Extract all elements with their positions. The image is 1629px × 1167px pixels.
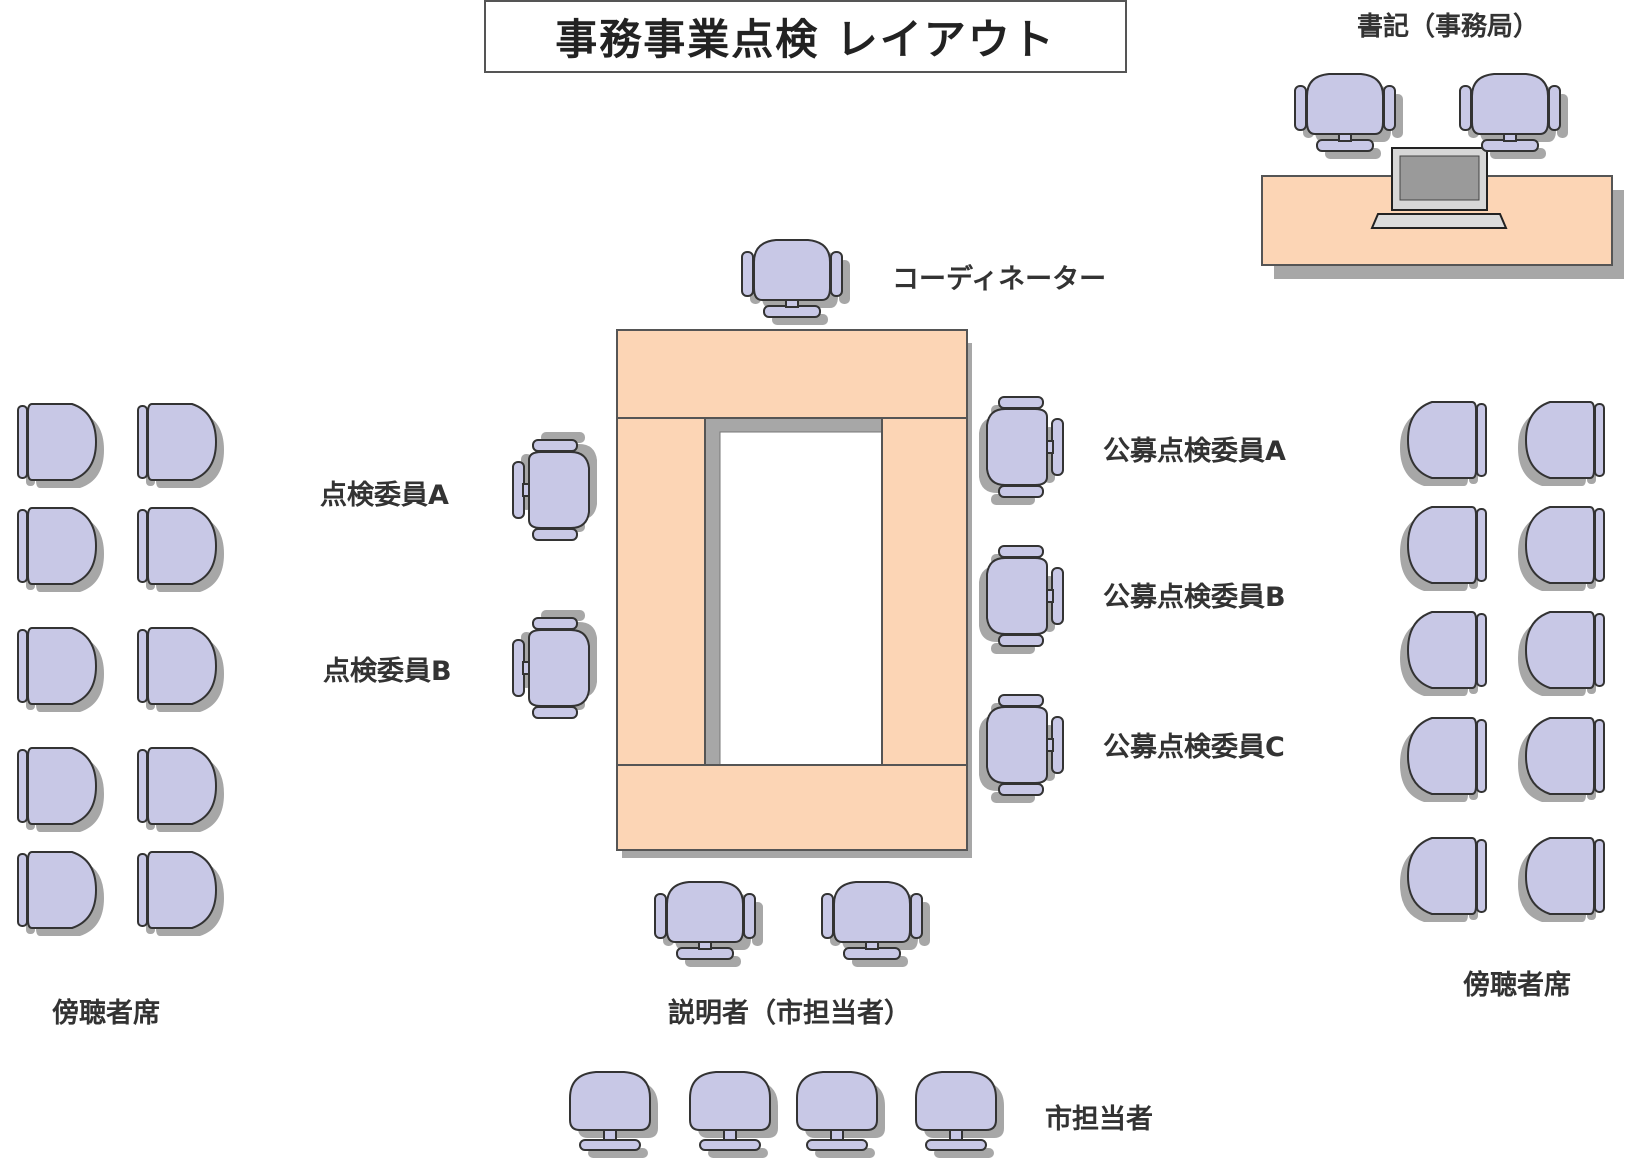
public-b-chair [978,545,1064,655]
laptop-icon [1370,147,1508,229]
audience-seat [17,851,105,937]
audience-seat [1517,611,1605,697]
coordinator-chair [741,239,851,326]
secretary-chair-2 [1459,73,1569,160]
audience-left-seats [17,403,225,937]
public-c-chair [978,694,1064,804]
audience-right-label: 傍聴者席 [1463,970,1571,1001]
audience-right-seats [1399,401,1605,923]
audience-seat [17,747,105,833]
city-staff-seats [569,1071,1005,1159]
audience-seat [1399,837,1487,923]
conference-table-icon [616,329,972,858]
inspector-a-chair [512,431,598,541]
audience-seat [17,507,105,593]
audience-seat [17,627,105,713]
staff-seat [569,1071,659,1159]
audience-seat [137,627,225,713]
audience-seat [1517,837,1605,923]
inspector-b-label: 点検委員B [323,656,452,687]
audience-seat [137,507,225,593]
presenter-chair-2 [821,881,931,968]
public-a-chair [978,396,1064,506]
audience-seat [137,747,225,833]
audience-seat [1517,717,1605,803]
audience-left-label: 傍聴者席 [52,998,160,1029]
audience-seat [1517,506,1605,592]
audience-seat [1517,401,1605,487]
secretariat-label: 書記（事務局） [1357,12,1540,42]
secretary-chair-1 [1294,73,1404,160]
staff-seat [796,1071,886,1159]
audience-seat [1399,717,1487,803]
public-c-label: 公募点検委員C [1103,732,1285,763]
audience-seat [1399,401,1487,487]
staff-seat [915,1071,1005,1159]
audience-seat [137,851,225,937]
audience-seat [1399,506,1487,592]
inspector-b-chair [512,609,598,719]
public-a-label: 公募点検委員A [1103,436,1286,467]
inspector-a-label: 点検委員A [320,480,449,511]
audience-seat [137,403,225,489]
staff-seat [689,1071,779,1159]
diagram-title: 事務事業点検 レイアウト [484,0,1127,73]
presenter-chair-1 [654,881,764,968]
audience-seat [17,403,105,489]
city-staff-label: 市担当者 [1045,1104,1153,1135]
audience-seat [1399,611,1487,697]
presenters-label: 説明者（市担当者） [668,998,911,1029]
public-b-label: 公募点検委員B [1103,582,1286,613]
coordinator-label: コーディネーター [892,264,1107,295]
